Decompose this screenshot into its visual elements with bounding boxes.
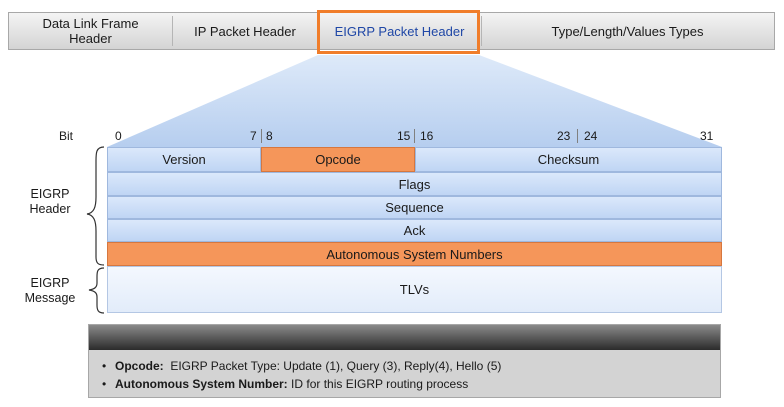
eigrp-packet-header-segment: EIGRP Packet Header	[318, 13, 481, 49]
frame-structure-bar: Data Link Frame Header IP Packet Header …	[8, 12, 775, 50]
sequence-label: Sequence	[385, 200, 444, 215]
data-link-frame-header-segment: Data Link Frame Header	[9, 13, 172, 49]
bit-8-label: 8	[266, 129, 273, 143]
ip-packet-header-label: IP Packet Header	[194, 23, 296, 39]
bullet-icon: •	[102, 359, 107, 373]
eigrp-header-highlight-box	[317, 10, 480, 54]
frame-divider	[172, 16, 173, 46]
bit-24-label: 24	[584, 129, 598, 143]
note-asn-term: Autonomous System Number:	[115, 377, 288, 391]
bit-23-label: 23	[557, 129, 571, 143]
autonomous-system-numbers-label: Autonomous System Numbers	[326, 246, 503, 262]
eigrp-message-label-text: EIGRP Message	[24, 276, 76, 305]
bit-16-label: 16	[420, 129, 434, 143]
eigrp-packet-header-label: EIGRP Packet Header	[334, 23, 465, 39]
header-row-4: Ack	[107, 219, 722, 242]
bit-15-label: 15	[397, 129, 411, 143]
note-asn: • Autonomous System Number: ID for this …	[102, 377, 469, 391]
checksum-label: Checksum	[537, 152, 600, 167]
ip-packet-header-segment: IP Packet Header	[172, 13, 318, 49]
tlv-types-label: Type/Length/Values Types	[551, 23, 704, 39]
checksum-field: Checksum	[415, 147, 722, 172]
eigrp-header-label-text: EIGRP Header	[29, 187, 71, 216]
note-opcode: • Opcode: EIGRP Packet Type: Update (1),…	[102, 359, 502, 373]
bit-tick	[414, 129, 415, 143]
bit-7-label: 7	[250, 129, 257, 143]
bullet-icon: •	[102, 377, 107, 391]
bit-tick	[261, 129, 262, 143]
eigrp-message-label: EIGRP Message	[14, 276, 86, 306]
autonomous-system-numbers-field: Autonomous System Numbers	[107, 242, 722, 266]
bit-axis-label: Bit	[59, 129, 74, 143]
ack-label: Ack	[403, 223, 426, 238]
flags-field: Flags	[107, 172, 722, 196]
version-label: Version	[162, 152, 206, 167]
header-row-1: Version Opcode Checksum	[107, 147, 722, 172]
eigrp-message-brace-icon	[88, 267, 105, 314]
header-row-2: Flags	[107, 172, 722, 196]
tlv-types-segment: Type/Length/Values Types	[481, 13, 774, 49]
notes-title-bar	[89, 325, 720, 350]
tlvs-field: TLVs	[107, 266, 722, 313]
eigrp-header-label: EIGRP Header	[14, 187, 86, 217]
notes-panel: • Opcode: EIGRP Packet Type: Update (1),…	[88, 324, 721, 398]
bit-31-label: 31	[700, 129, 714, 143]
brace-icons	[86, 146, 105, 314]
eigrp-header-brace-icon	[86, 146, 105, 266]
note-opcode-text: EIGRP Packet Type: Update (1), Query (3)…	[170, 359, 502, 373]
opcode-field: Opcode	[261, 147, 415, 172]
flags-label: Flags	[398, 176, 431, 192]
opcode-label: Opcode	[315, 152, 361, 167]
note-asn-text: ID for this EIGRP routing process	[291, 377, 469, 391]
tlvs-label: TLVs	[399, 282, 430, 297]
data-link-frame-header-label: Data Link Frame Header	[42, 16, 139, 46]
header-row-5: Autonomous System Numbers	[107, 242, 722, 266]
bit-tick	[577, 129, 578, 143]
header-row-3: Sequence	[107, 196, 722, 219]
sequence-field: Sequence	[107, 196, 722, 219]
version-field: Version	[107, 147, 261, 172]
note-opcode-term: Opcode:	[115, 359, 164, 373]
ack-field: Ack	[107, 219, 722, 242]
bit-0-label: 0	[115, 129, 122, 143]
frame-divider	[481, 16, 482, 46]
message-row: TLVs	[107, 266, 722, 313]
